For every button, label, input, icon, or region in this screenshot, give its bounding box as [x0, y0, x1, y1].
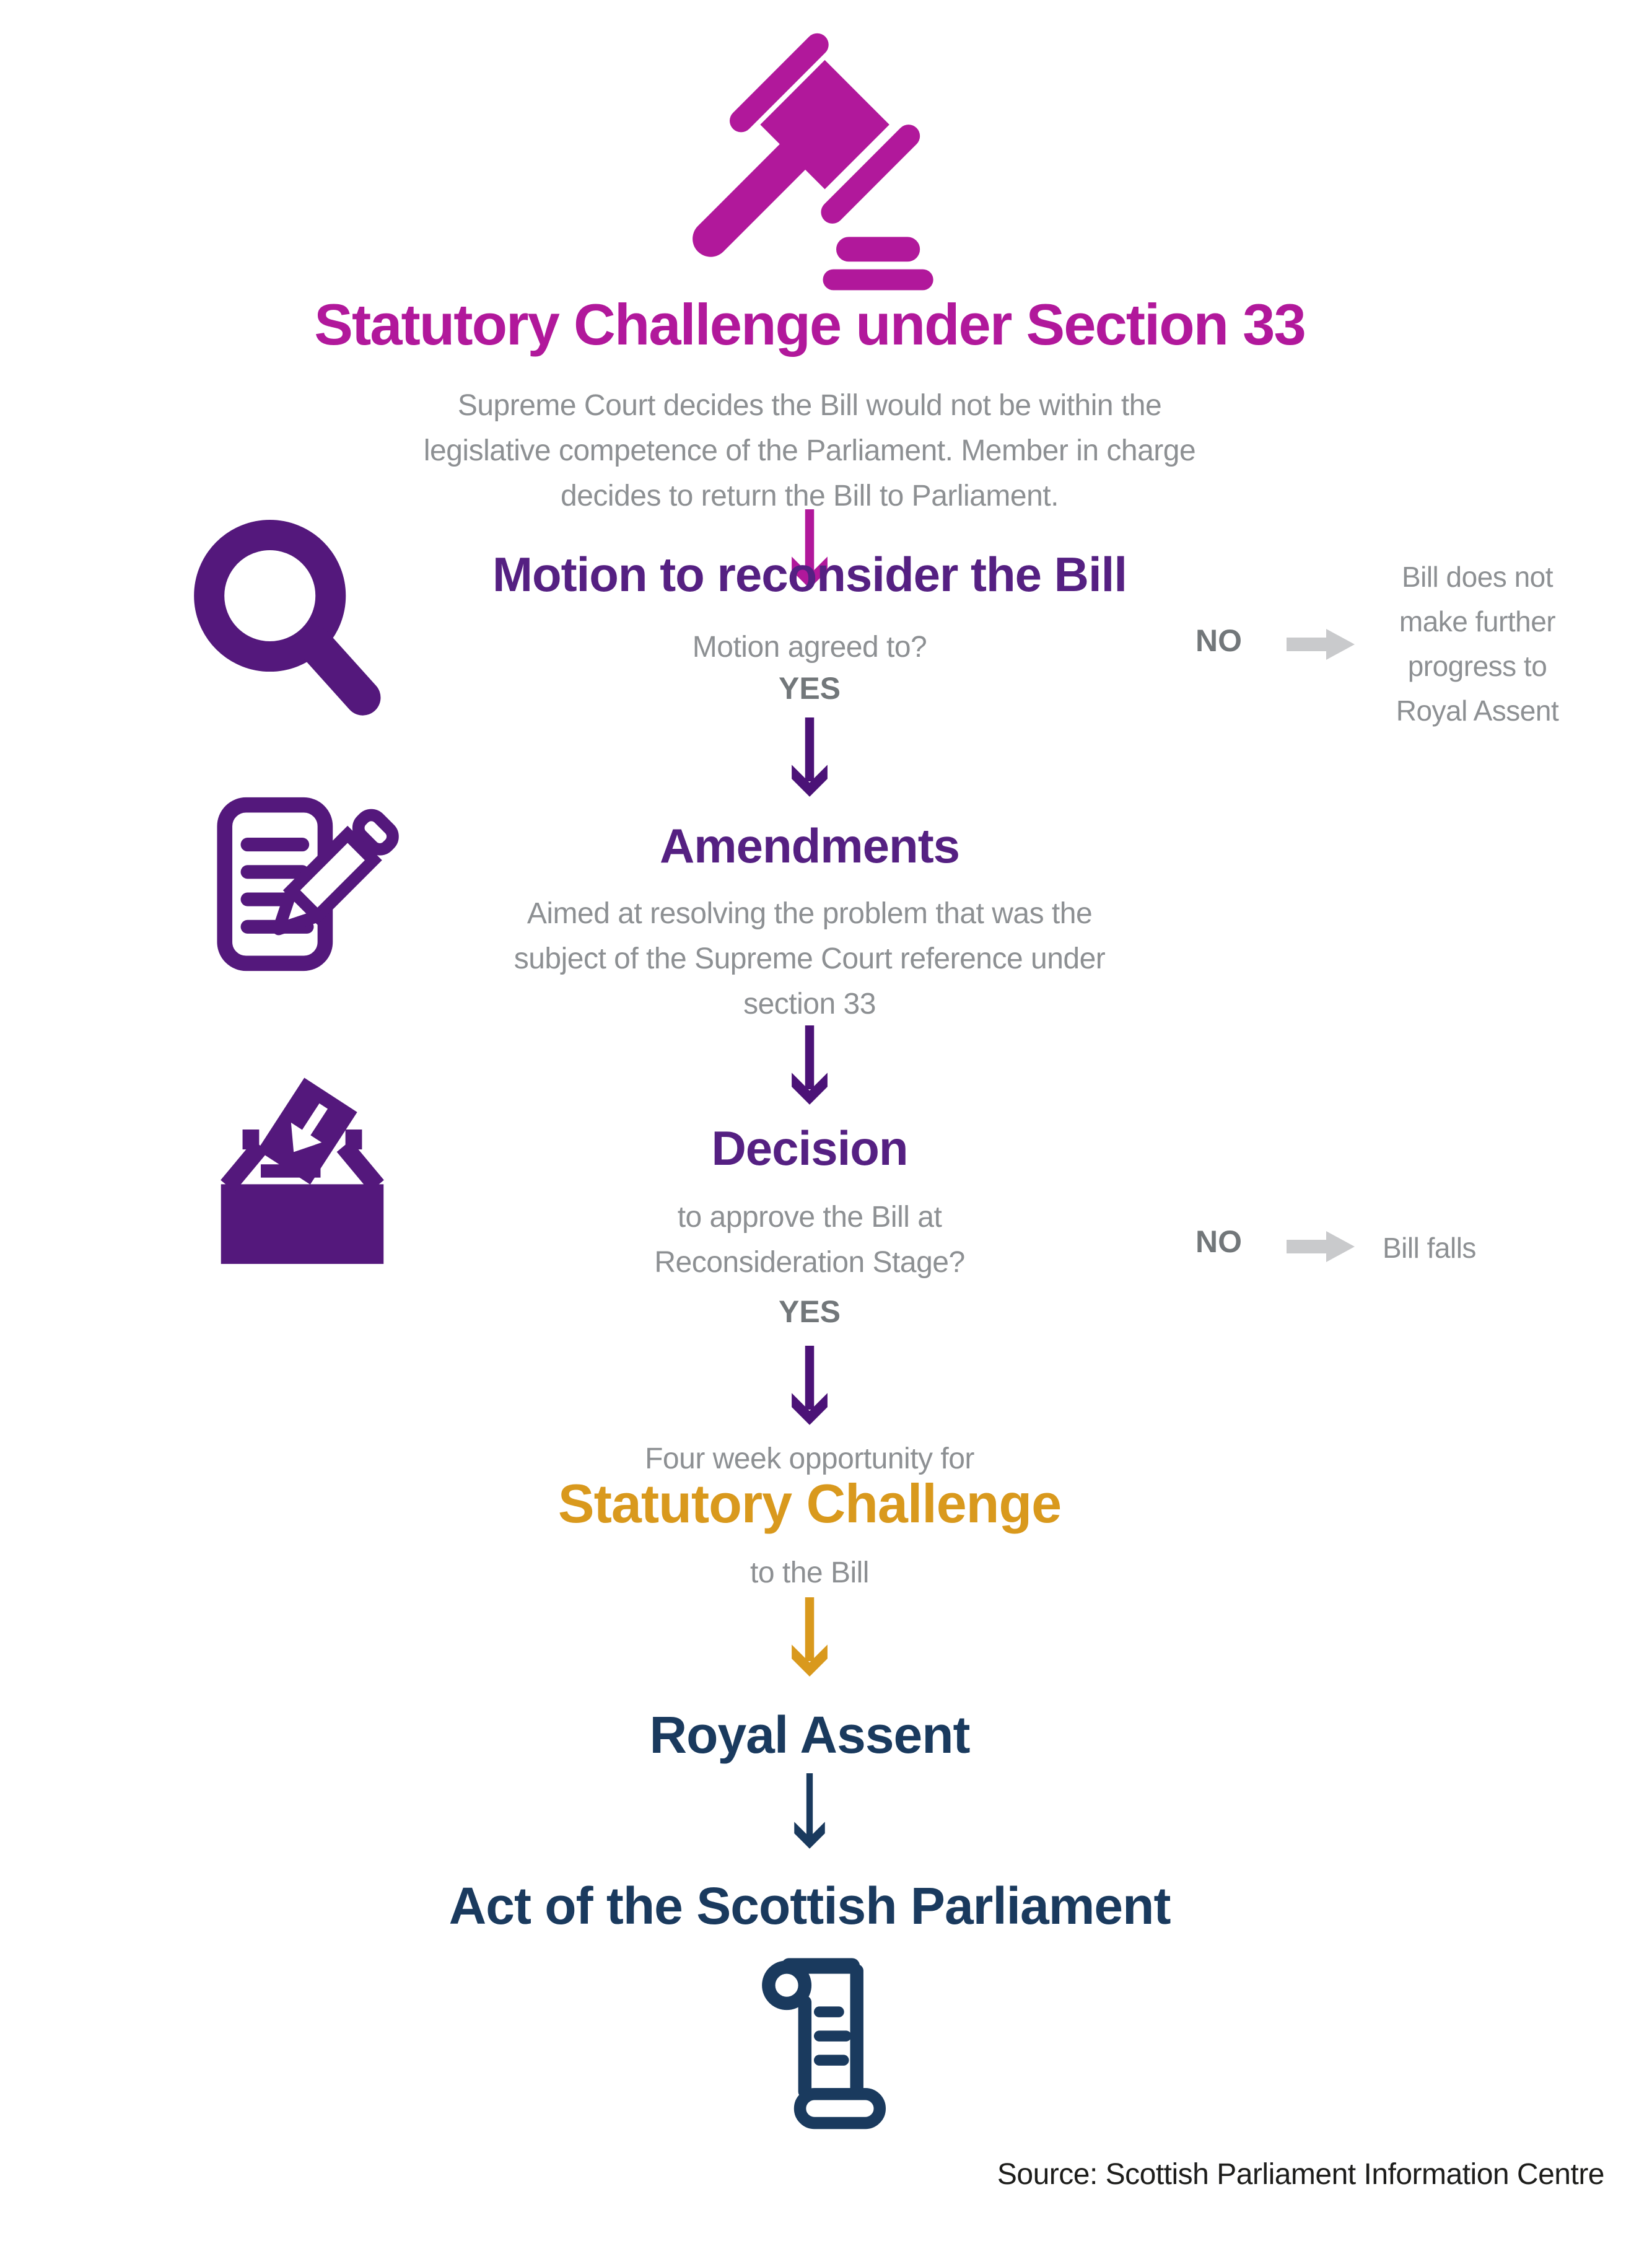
gavel-icon [693, 33, 933, 291]
royal-assent-heading: Royal Assent [649, 1706, 970, 1764]
amendments-heading: Amendments [659, 818, 960, 873]
page-subtitle: Supreme Court decides the Bill would not… [0, 383, 1619, 519]
decision-no-label: NO [1195, 1224, 1242, 1259]
down-arrow-icon-magenta [792, 509, 828, 589]
decision-question-line: to approve the Bill at [677, 1201, 942, 1234]
motion-yes-label: YES [778, 671, 841, 706]
motion-no-outcome-line: Royal Assent [1396, 695, 1559, 727]
ballot-box-icon [221, 1077, 384, 1264]
down-arrow-icon-purple [792, 1346, 828, 1425]
challenge-post-text: to the Bill [750, 1556, 869, 1589]
decision-no-outcome: Bill falls [1383, 1232, 1476, 1264]
down-arrow-icon-purple [792, 1025, 828, 1105]
search-icon [194, 519, 381, 716]
amendments-body-line: section 33 [743, 988, 876, 1020]
document-pencil-icon [217, 797, 399, 972]
down-arrow-icon-navy [794, 1773, 825, 1849]
amendments-body-line: subject of the Supreme Court reference u… [514, 942, 1106, 975]
down-arrow-icon-gold [792, 1597, 828, 1677]
motion-heading: Motion to reconsider the Bill [492, 547, 1127, 602]
act-heading: Act of the Scottish Parliament [448, 1877, 1171, 1935]
source-credit: Source: Scottish Parliament Information … [997, 2158, 1605, 2191]
decision-question: to approve the Bill at Reconsideration S… [0, 1195, 1619, 1285]
motion-no-outcome-line: make further [1399, 605, 1556, 638]
decision-heading: Decision [711, 1121, 908, 1175]
motion-no-outcome-line: Bill does not [1401, 561, 1554, 593]
page-subtitle-line: decides to return the Bill to Parliament… [561, 480, 1059, 512]
page-subtitle-line: legislative competence of the Parliament… [423, 434, 1196, 467]
page-title: Statutory Challenge under Section 33 [314, 292, 1306, 357]
page-subtitle-line: Supreme Court decides the Bill would not… [457, 389, 1162, 422]
amendments-body-line: Aimed at resolving the problem that was … [527, 897, 1093, 930]
motion-no-label: NO [1195, 623, 1242, 658]
motion-no-right-arrow-icon [1287, 629, 1355, 660]
decision-no-right-arrow-icon [1287, 1231, 1355, 1262]
down-arrow-icon-purple [792, 717, 828, 797]
motion-question: Motion agreed to? [692, 631, 927, 664]
scroll-icon [762, 1958, 886, 2130]
motion-no-outcome: Bill does not make further progress to R… [1372, 555, 1583, 733]
motion-no-outcome-line: progress to [1407, 650, 1547, 682]
decision-yes-label: YES [778, 1294, 841, 1329]
challenge-heading: Statutory Challenge [557, 1473, 1062, 1534]
challenge-pre-text: Four week opportunity for [645, 1442, 974, 1475]
decision-question-line: Reconsideration Stage? [654, 1246, 965, 1279]
amendments-body: Aimed at resolving the problem that was … [0, 891, 1619, 1027]
